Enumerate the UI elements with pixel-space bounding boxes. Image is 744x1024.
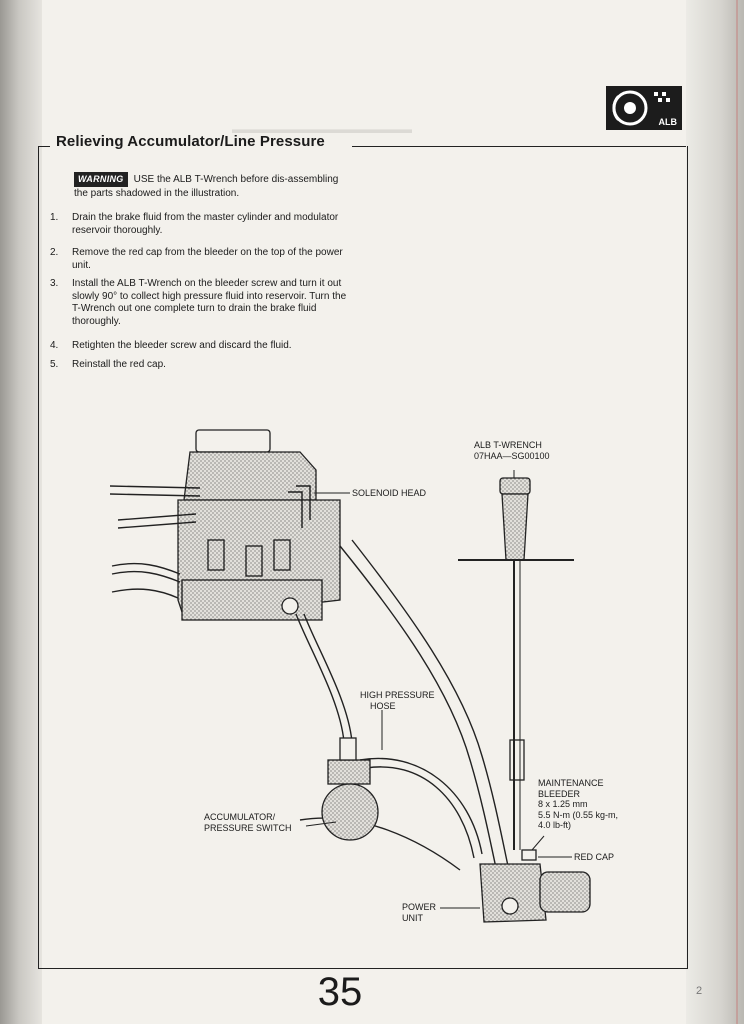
page-edge: [686, 0, 744, 1024]
alb-logo: ALB: [606, 86, 682, 130]
step-number: 1.: [50, 212, 59, 223]
t-wrench-label: ALB T-WRENCH 07HAA—SG00100: [474, 440, 550, 461]
leader-lines: [305, 470, 572, 909]
t-wrench-name: ALB T-WRENCH: [474, 440, 542, 450]
side-mark: 2: [696, 985, 703, 997]
logo-text: ALB: [658, 117, 678, 127]
maintenance-bleeder-label: MAINTENANCE BLEEDER 8 x 1.25 mm 5.5 N-m …: [538, 778, 618, 831]
bleed-through: ▬▬▬▬▬▬▬▬▬▬▬▬▬▬▬: [232, 122, 412, 136]
high-pressure-hose: [295, 613, 483, 859]
accumulator-line-1: ACCUMULATOR/: [204, 812, 276, 822]
list-item: 5. Reinstall the red cap.: [50, 359, 350, 372]
red-cap-label: RED CAP: [574, 852, 615, 862]
warning-badge: WARNING: [74, 172, 128, 187]
power-unit: [479, 849, 591, 923]
maint-line-5: 4.0 lb-ft): [538, 820, 572, 830]
return-hose: [299, 539, 509, 871]
power-unit-line-1: POWER: [402, 902, 437, 912]
t-wrench: [458, 477, 574, 850]
t-wrench-part-number: 07HAA—SG00100: [474, 450, 550, 461]
step-number: 2.: [50, 247, 59, 258]
list-item: 3. Install the ALB T-Wrench on the bleed…: [50, 278, 350, 328]
hp-hose-line-2: HOSE: [370, 700, 396, 711]
step-number: 4.: [50, 340, 59, 351]
step-number: 3.: [50, 278, 59, 289]
accumulator: [321, 737, 379, 841]
solenoid-head-label: SOLENOID HEAD: [352, 488, 427, 498]
list-item: 1. Drain the brake fluid from the master…: [50, 212, 350, 237]
list-item: 4. Retighten the bleeder screw and disca…: [50, 340, 350, 353]
page-number: 35: [317, 970, 363, 1014]
high-pressure-hose-label: HIGH PRESSURE HOSE: [360, 690, 435, 711]
step-text: Retighten the bleeder screw and discard …: [72, 340, 292, 351]
frame-top-right: [352, 146, 686, 147]
brake-disc-icon: [612, 90, 670, 126]
maint-line-2: BLEEDER: [538, 788, 581, 799]
procedure-steps: 1. Drain the brake fluid from the master…: [50, 212, 350, 377]
hp-hose-line-1: HIGH PRESSURE: [360, 690, 435, 700]
warning-text: USE the ALB T-Wrench before dis-assembli…: [74, 174, 339, 199]
maint-line-4: 5.5 N-m (0.55 kg-m,: [538, 809, 619, 820]
step-text: Reinstall the red cap.: [72, 358, 166, 370]
content-frame: [38, 146, 688, 969]
step-text: Drain the brake fluid from the master cy…: [72, 212, 339, 236]
power-unit-line-2: UNIT: [402, 912, 423, 923]
power-unit-label: POWER UNIT: [402, 902, 436, 923]
brake-lines: [109, 485, 311, 599]
accumulator-line-2: PRESSURE SWITCH: [204, 822, 292, 833]
book-spine-shadow: [0, 0, 42, 1024]
modulator-assembly: [177, 429, 341, 621]
step-number: 5.: [50, 358, 59, 370]
maint-line-3: 8 x 1.25 mm: [538, 799, 588, 809]
list-item: 2. Remove the red cap from the bleeder o…: [50, 247, 350, 272]
step-text: Remove the red cap from the bleeder on t…: [72, 247, 343, 271]
accumulator-label: ACCUMULATOR/ PRESSURE SWITCH: [204, 812, 292, 833]
maint-line-1: MAINTENANCE: [538, 778, 604, 788]
section-title: Relieving Accumulator/Line Pressure: [56, 133, 325, 150]
step-text: Install the ALB T-Wrench on the bleeder …: [72, 278, 347, 327]
frame-top-left: [38, 146, 50, 147]
